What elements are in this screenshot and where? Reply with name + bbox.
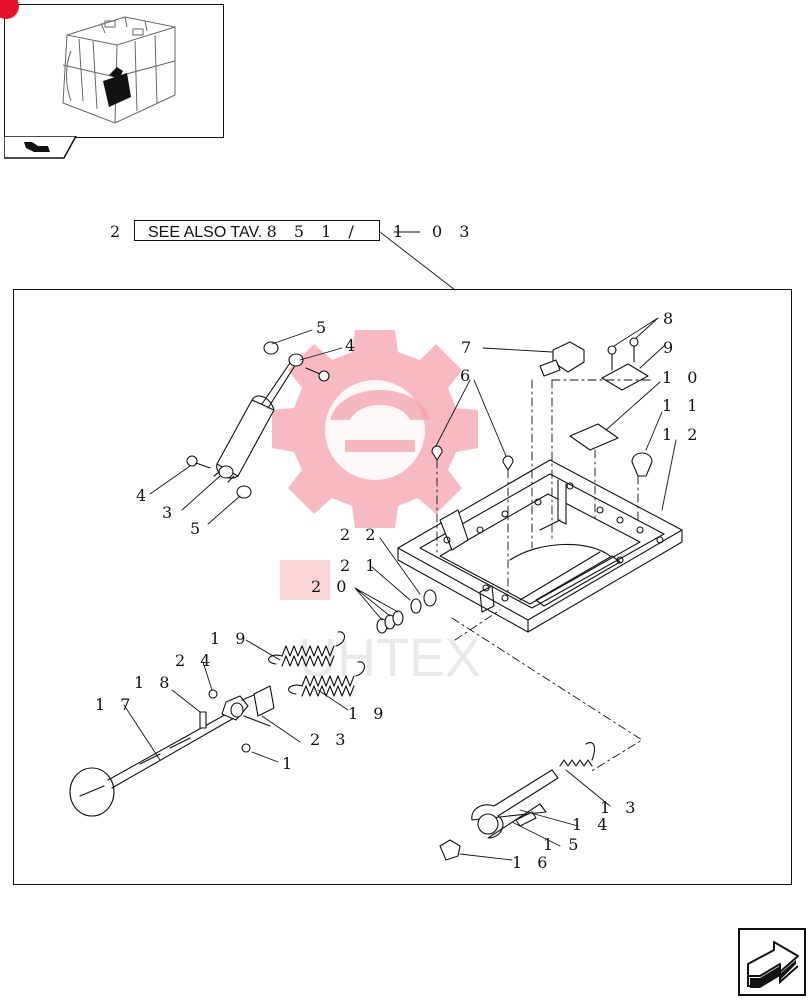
callout-7: 7	[461, 338, 477, 357]
callout-18: 1 8	[134, 673, 175, 692]
watermark-text: UHTEX	[298, 628, 481, 688]
washer-4	[410, 598, 422, 614]
pad	[569, 423, 619, 451]
callout-5-top: 5	[316, 318, 332, 337]
callout-10: 1 0	[662, 368, 703, 387]
cab-thumbnail	[0, 0, 224, 138]
callout-8: 8	[663, 309, 679, 328]
reference-suffix: 0 3	[432, 222, 476, 241]
callout-20: 2 0	[311, 577, 352, 596]
diagram-frame	[13, 289, 792, 885]
reference-box-text: SEE ALSO TAV.	[148, 224, 263, 241]
callout-1: 1	[282, 754, 298, 773]
reference-box-digits: 8 5 1 /	[266, 222, 360, 241]
pivot-block	[221, 685, 275, 727]
reference-link[interactable]: SEE ALSO TAV. 8 5 1 /	[148, 222, 360, 242]
callout-24: 2 4	[175, 651, 216, 670]
bolt-1	[241, 743, 251, 753]
callout-11: 1 1	[662, 396, 703, 415]
bushing-top	[263, 341, 279, 355]
callout-19-lower: 1 9	[348, 704, 389, 723]
callout-4-top: 4	[345, 336, 361, 355]
callout-12: 1 2	[662, 425, 703, 444]
callout-15: 1 5	[543, 835, 584, 854]
rubber-stop-left	[431, 445, 443, 461]
latch-spring	[559, 742, 595, 767]
rubber-buffer	[631, 452, 653, 477]
latch-clip	[439, 839, 461, 861]
next-page-button[interactable]	[738, 928, 806, 996]
next-page-arrow-icon	[747, 941, 799, 988]
spring-lower	[288, 661, 366, 697]
gas-strut	[213, 353, 304, 483]
bolt-bottom	[186, 455, 211, 469]
page-back-icon[interactable]	[4, 136, 80, 160]
latch-lever	[471, 769, 559, 839]
callout-6: 6	[460, 366, 476, 385]
spring-upper	[268, 631, 346, 667]
callout-4-bottom: 4	[136, 486, 152, 505]
reference-prefix: 2	[110, 222, 127, 241]
latch-pin	[515, 811, 537, 827]
callout-13: 1 3	[600, 798, 641, 817]
pin	[199, 711, 207, 729]
washer-3	[392, 610, 404, 626]
callout-9: 9	[663, 338, 679, 357]
callout-14: 1 4	[572, 815, 613, 834]
callout-22: 2 2	[340, 525, 381, 544]
callout-19-upper: 1 9	[210, 629, 251, 648]
bushing-bottom	[236, 485, 252, 499]
callout-21: 2 1	[340, 556, 381, 575]
reference-suffix-digit: 1	[393, 222, 410, 241]
callout-3: 3	[162, 503, 178, 522]
adjustment-handle	[69, 711, 235, 817]
callout-23: 2 3	[310, 730, 351, 749]
bracket-plate	[601, 337, 649, 391]
washer-5	[423, 589, 437, 607]
rubber-stop-right	[502, 455, 514, 471]
callout-16: 1 6	[512, 853, 553, 872]
callout-5-bottom: 5	[190, 519, 206, 538]
corner-marker	[0, 0, 19, 19]
grease-nipple	[208, 689, 218, 699]
sensor-switch	[539, 341, 585, 377]
cab-thumbnail-icon	[62, 16, 176, 124]
bolt-top	[305, 367, 330, 382]
reference-box[interactable]	[134, 220, 380, 241]
callout-17: 1 7	[95, 695, 136, 714]
